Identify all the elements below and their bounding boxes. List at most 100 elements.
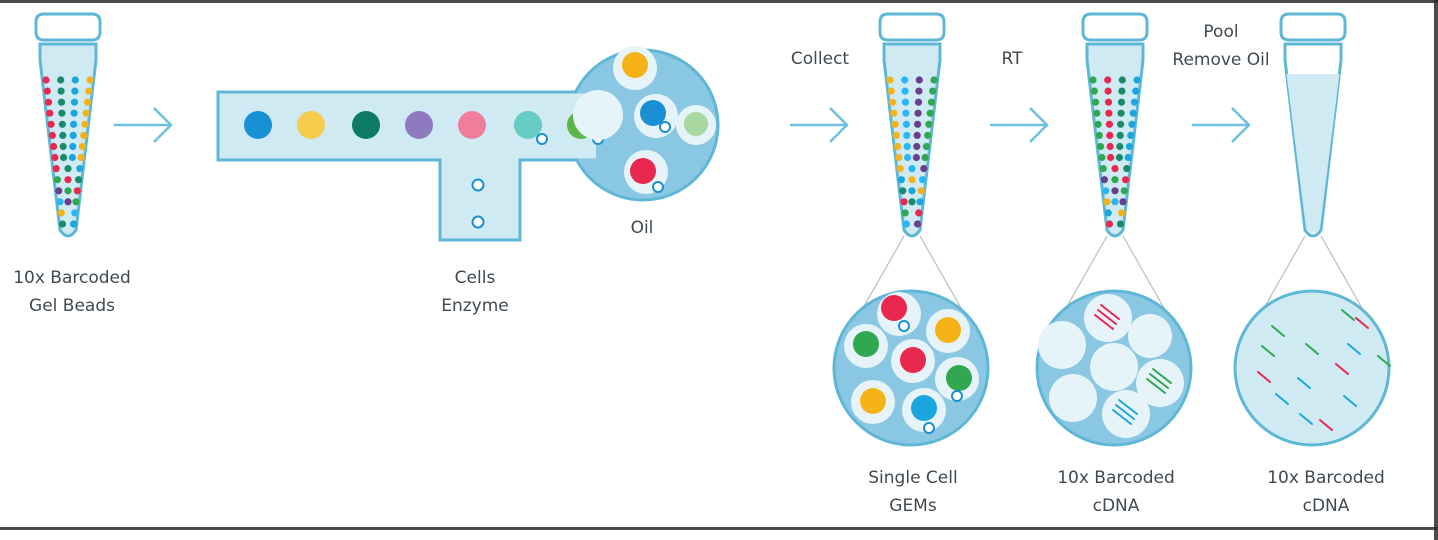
cdna-gem-zoom-circle [1035, 289, 1193, 447]
bead-dot [917, 187, 925, 195]
tube-cap [878, 12, 946, 42]
gel-bead [622, 52, 648, 78]
bead-dot [1111, 198, 1119, 206]
bead-dot [70, 98, 79, 106]
bead-dot [890, 109, 898, 117]
gem-droplet [573, 90, 623, 140]
bead-dot [913, 131, 921, 139]
gel-bead [297, 111, 325, 139]
tube-body [882, 42, 942, 238]
bead-dot [914, 120, 922, 128]
bead-dot [72, 198, 80, 206]
bead-dot [1106, 131, 1114, 139]
gel-bead [684, 112, 708, 136]
bead-dot [1115, 153, 1123, 162]
bead-dot [1107, 153, 1115, 162]
bead-dot [1133, 76, 1141, 84]
bead-dot [897, 176, 905, 184]
bead-dot [1095, 131, 1103, 139]
bead-dot [901, 76, 909, 84]
bead-dot [901, 209, 909, 217]
bead-dot [1104, 76, 1112, 84]
tube-cap [1279, 12, 1347, 42]
bead-dot [57, 87, 65, 95]
bead-dot [1105, 120, 1113, 128]
bead-dot [904, 153, 912, 162]
bead-dot [1118, 76, 1126, 84]
arrow-2 [790, 107, 849, 143]
bead-dot [902, 120, 910, 128]
gel-beads-label-line2: Gel Beads [29, 296, 115, 316]
bead-dot [1128, 120, 1136, 128]
tube-liquid [1286, 74, 1340, 233]
bead-dot [895, 153, 903, 162]
bead-dot [73, 187, 81, 195]
gel-bead [244, 111, 272, 139]
rt-label: RT [1002, 49, 1024, 69]
bead-dot [56, 198, 64, 206]
gel-bead [458, 111, 486, 139]
bead-dot [1100, 176, 1108, 184]
bead-dot [908, 187, 916, 195]
bead-dot [921, 153, 929, 162]
pool-label: Pool [1203, 22, 1238, 42]
gem-dots [886, 76, 938, 228]
bead-dot [1117, 109, 1125, 117]
bead-dot [60, 153, 68, 162]
gel-bead-tube [34, 12, 102, 238]
bead-dot [1105, 220, 1114, 228]
bead-dot [1089, 76, 1097, 84]
bead-dot [894, 142, 902, 151]
bead-dot [1104, 209, 1112, 217]
bead-dot [53, 176, 61, 184]
bead-dot [57, 209, 65, 217]
bead-dot [915, 87, 923, 95]
remove-oil-label: Remove Oil [1172, 50, 1269, 70]
bead-dot [69, 131, 77, 139]
bead-dot [1106, 142, 1114, 151]
bead-dot [912, 153, 920, 162]
bead-dot [920, 165, 928, 173]
bead-dot [899, 187, 907, 195]
bead-dot [1102, 187, 1110, 195]
arrow-3 [990, 107, 1049, 143]
bead-dot [1117, 98, 1126, 106]
bead-dot [1117, 120, 1125, 128]
gem-zoom-circle [832, 289, 990, 447]
bead-dot [81, 120, 89, 128]
bead-dot [1118, 209, 1126, 217]
bead-dot [1123, 165, 1131, 173]
bead-dot [888, 98, 897, 106]
cdna2-label-line1: 10x Barcoded [1267, 468, 1385, 488]
pooled-cdna-zoom-circle [1233, 289, 1391, 447]
cdna1-label-line1: 10x Barcoded [1057, 468, 1175, 488]
bead-dot [78, 142, 86, 151]
bead-dot [64, 176, 72, 184]
bead-dot [70, 120, 78, 128]
bead-dot [69, 220, 78, 228]
bead-dot [1105, 109, 1113, 117]
bead-dot [52, 165, 60, 173]
cdna-gem-tube [1081, 12, 1149, 238]
frame-right-edge [1434, 0, 1438, 540]
bead-dot [1091, 98, 1100, 106]
collect-label: Collect [791, 49, 850, 69]
bead-dot [76, 165, 84, 173]
bead-dot [58, 220, 67, 228]
bead-dot [1094, 120, 1102, 128]
bead-dot [1111, 187, 1119, 195]
gel-bead [640, 100, 666, 126]
bead-dot [1122, 176, 1130, 184]
cdna1-label-line2: cDNA [1093, 496, 1140, 516]
bead-dot [70, 109, 78, 117]
tube-body [38, 42, 98, 238]
tube-cap [1081, 12, 1149, 42]
cell [471, 215, 485, 229]
cell [652, 181, 664, 193]
tube-body [1085, 42, 1145, 238]
bead-dot [903, 142, 911, 151]
bead-dot [1099, 165, 1107, 173]
bead-dot [1116, 220, 1125, 228]
pooled-cdna-tube [1279, 12, 1347, 238]
